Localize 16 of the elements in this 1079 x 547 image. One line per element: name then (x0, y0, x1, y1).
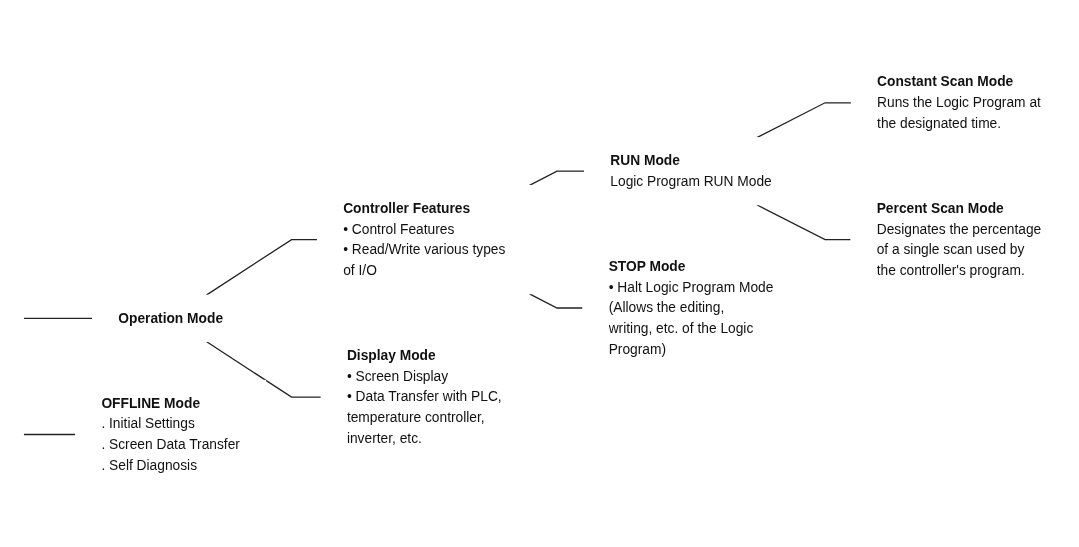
connector (23, 433, 77, 435)
node-text: RUN Mode Logic Program RUN Mode (610, 152, 772, 189)
connector (23, 317, 94, 319)
connector (205, 340, 322, 398)
node-text: Operation Mode (118, 310, 224, 325)
node-text: Display Mode • Screen Display • Data Transfer with PLC, temperature controller, inverter, etc. (346, 347, 502, 445)
node-text: Controller Features • Control Features • Read/Write various types of I/O (343, 200, 506, 278)
connector (756, 101, 852, 138)
connector (528, 292, 584, 309)
node-text: STOP Mode • Halt Logic Program Mode (Allows the editing, writing, etc. of the Logic Program) (608, 258, 774, 356)
node-text: Percent Scan Mode Designates the percentage of a single scan used by the controller's program. (876, 200, 1042, 278)
connector (528, 170, 586, 186)
node-text: OFFLINE Mode . Initial Settings . Screen Data Transfer . Self Diagnosis (101, 395, 240, 473)
connector (756, 203, 852, 240)
node-text: Constant Scan Mode Runs the Logic Program at the designated time. (877, 74, 1041, 130)
connector (205, 238, 318, 296)
